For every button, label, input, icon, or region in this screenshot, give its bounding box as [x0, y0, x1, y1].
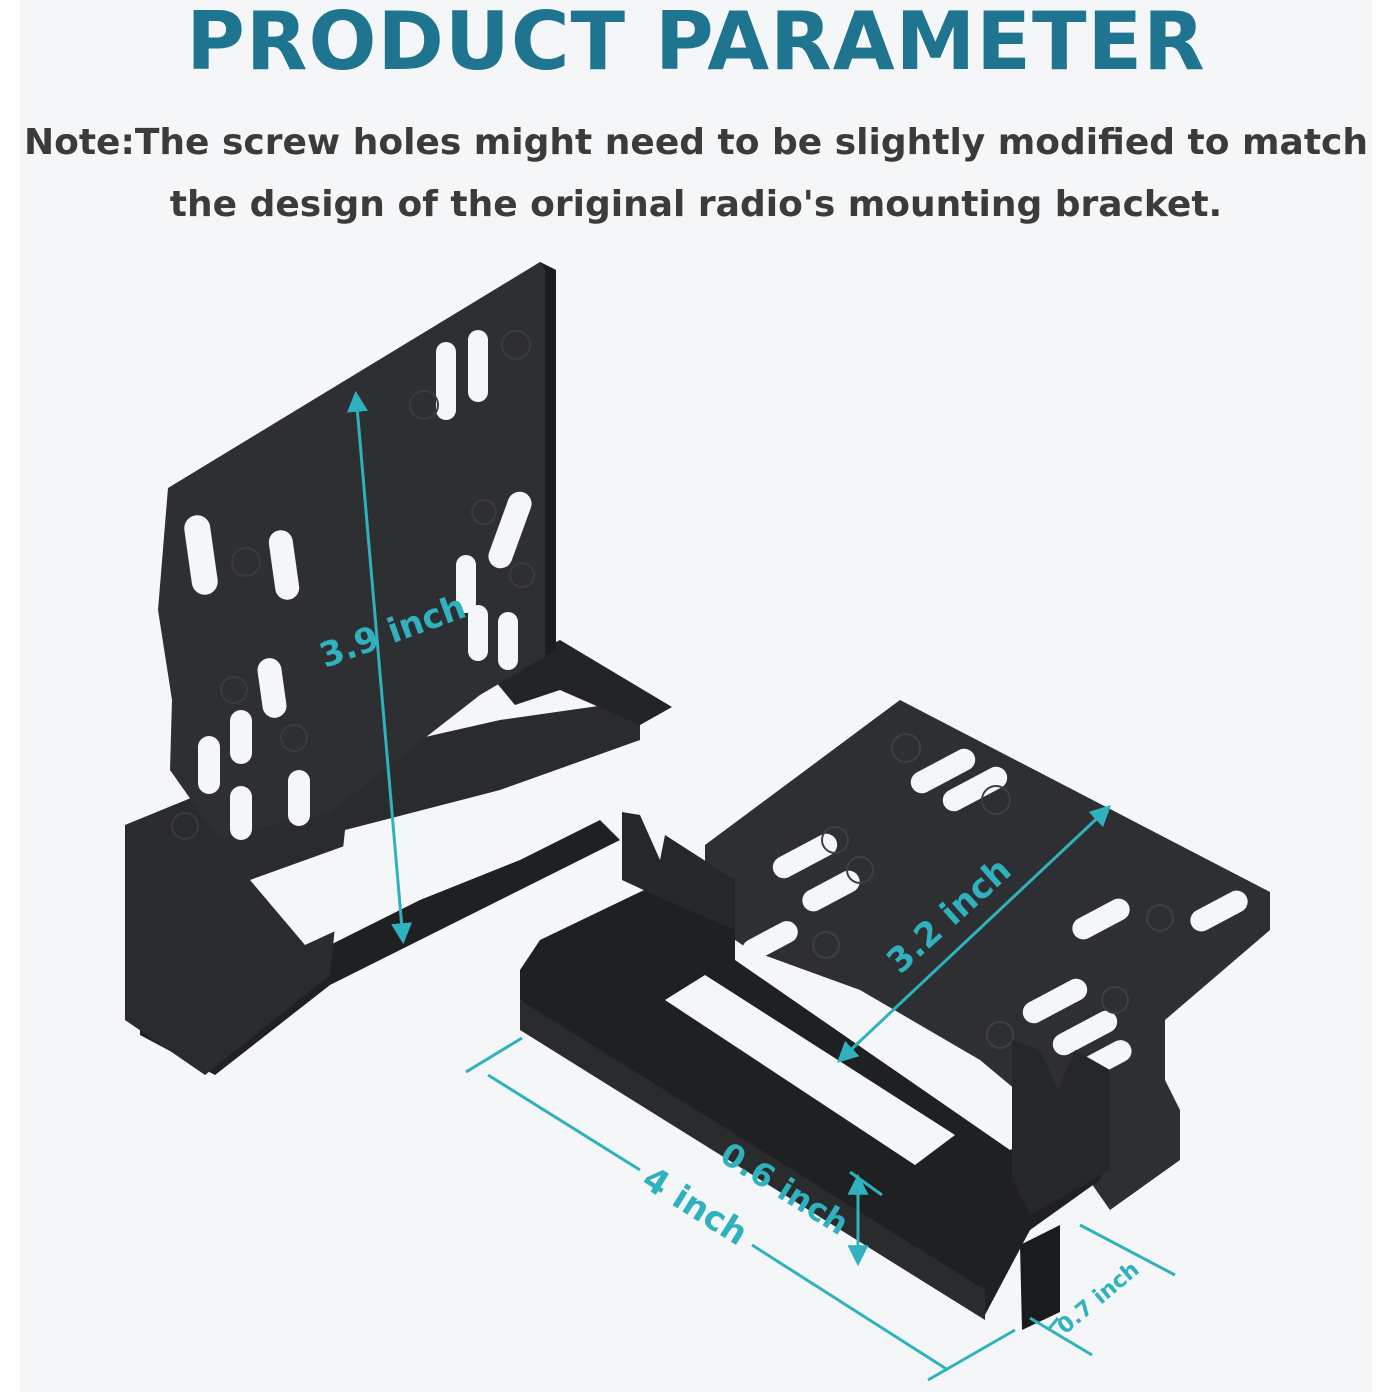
note-line-1: Note:The screw holes might need to be sl… — [23, 122, 1369, 163]
dimension-label-0-7: 0.7 inch — [1053, 1257, 1145, 1339]
page-title: PRODUCT PARAMETER — [186, 0, 1206, 88]
note-line-2: the design of the original radio's mount… — [169, 184, 1223, 225]
note-text: Note:The screw holes might need to be sl… — [0, 112, 1392, 236]
right-bracket — [520, 700, 1270, 1330]
dimension-lines — [346, 390, 1176, 1382]
left-bracket-slots — [184, 330, 532, 840]
